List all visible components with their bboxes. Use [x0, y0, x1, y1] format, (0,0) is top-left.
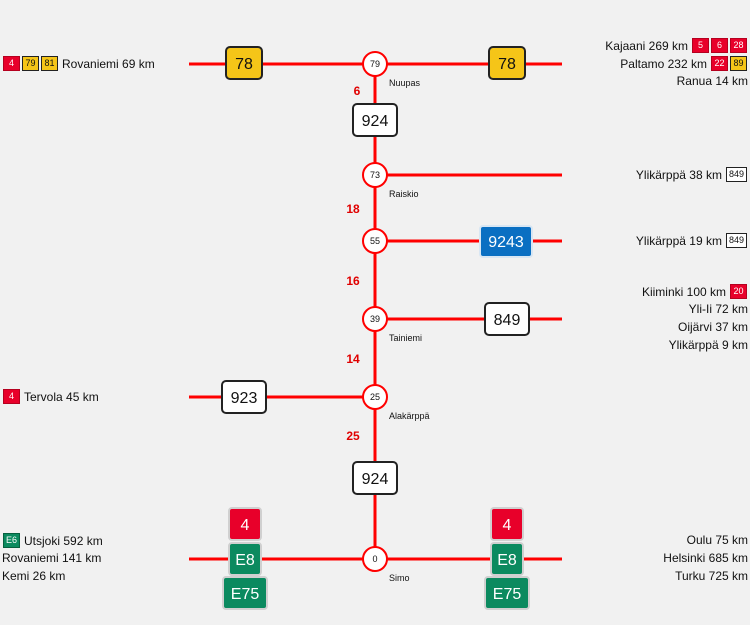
segment-distances: 6 18 16 14 25: [346, 84, 360, 443]
destination-right-ranua: Ranua 14 km: [677, 74, 748, 88]
destination-text: Helsinki 685 km: [663, 551, 748, 565]
route-number-chip: 22: [711, 56, 728, 71]
destination-text: Ylikärppä 38 km: [635, 167, 722, 182]
junction-25: 25 Alakärppä: [362, 384, 430, 421]
sign-text: 78: [498, 56, 516, 73]
sign-text: 4: [241, 517, 250, 534]
sign-text: 923: [231, 390, 258, 407]
destination-right-turku: Turku 725 km: [675, 569, 748, 583]
distance-label: 16: [346, 274, 360, 288]
destination-right-helsinki: Helsinki 685 km: [663, 551, 748, 565]
sign-e75-left: E75: [222, 576, 268, 610]
sign-text: 849: [494, 312, 521, 329]
route-number-chip: 89: [730, 56, 747, 71]
sign-e8-left: E8: [228, 542, 262, 576]
destination-text: Utsjoki 592 km: [24, 533, 103, 548]
sign-849: 849: [484, 302, 530, 336]
destination-text: Turku 725 km: [675, 569, 748, 583]
sign-text: E75: [231, 586, 260, 603]
junction-km: 0: [372, 554, 377, 564]
junction-km: 79: [370, 59, 380, 69]
junction-km: 39: [370, 314, 380, 324]
route-number-chip: 5: [692, 38, 709, 53]
destination-right-yli-ii: Yli-Ii 72 km: [689, 302, 748, 316]
sign-text: 78: [235, 56, 253, 73]
junction-place: Simo: [389, 573, 410, 583]
route-number-chip: E6: [3, 533, 21, 548]
sign-4-right: 4: [490, 507, 524, 541]
destination-text: Yli-Ii 72 km: [688, 302, 748, 316]
destination-text: Kiiminki 100 km: [641, 284, 726, 299]
destination-text: Paltamo 232 km: [620, 56, 707, 71]
destination-text: Rovaniemi 69 km: [62, 56, 155, 71]
sign-text: 4: [503, 517, 512, 534]
destination-text: Kajaani 269 km: [605, 38, 688, 53]
sign-78-right: 78: [488, 46, 526, 80]
distance-label: 14: [346, 352, 360, 366]
sign-4-left: 4: [228, 507, 262, 541]
route-number-chip: 6: [711, 38, 728, 53]
sign-78-left: 78: [225, 46, 263, 80]
destination-text: Ylikärppä 9 km: [668, 338, 748, 352]
junction-55: 55: [362, 228, 388, 254]
junction-place: Alakärppä: [389, 411, 430, 421]
route-number-chip: 81: [41, 56, 58, 71]
route-number-chip: 4: [3, 389, 20, 404]
sign-e75-right: E75: [484, 576, 530, 610]
sign-9243: 9243: [479, 225, 533, 258]
junctions: 79 Nuupas 73 Raiskio 55 39 Tainiemi 25 A…: [362, 51, 430, 583]
junction-place: Nuupas: [389, 78, 421, 88]
destination-right-oulu: Oulu 75 km: [687, 533, 748, 547]
destination-text: Ranua 14 km: [676, 74, 748, 88]
destination-text: Rovaniemi 141 km: [2, 551, 102, 565]
route-number-chip: 20: [730, 284, 747, 299]
junction-0: 0 Simo: [362, 546, 410, 583]
sign-924-top: 924: [352, 103, 398, 137]
junction-73: 73 Raiskio: [362, 162, 419, 199]
junction-place: Raiskio: [389, 189, 419, 199]
sign-923: 923: [221, 380, 267, 414]
junction-place: Tainiemi: [389, 333, 422, 343]
junction-km: 55: [370, 236, 380, 246]
destination-text: Oijärvi 37 km: [677, 320, 748, 334]
route-signs: 78 78 924 9243 849 923 924 4: [221, 46, 533, 610]
distance-label: 6: [354, 84, 361, 98]
destination-right-kiiminki: Kiiminki 100 km 20: [642, 284, 748, 299]
sign-text: 924: [362, 471, 389, 488]
destination-text: Kemi 26 km: [2, 569, 66, 583]
sign-text: 9243: [488, 234, 524, 251]
destination-text: Oulu 75 km: [686, 533, 748, 547]
route-number-chip: 28: [730, 38, 747, 53]
junction-79: 79 Nuupas: [362, 51, 421, 88]
destination-text: Tervola 45 km: [24, 389, 99, 404]
distance-label: 25: [346, 429, 360, 443]
route-number-chip: 79: [22, 56, 39, 71]
destination-text: Ylikärppä 19 km: [635, 233, 722, 248]
junction-39: 39 Tainiemi: [362, 306, 422, 343]
destination-left-kemi: Kemi 26 km: [2, 569, 65, 583]
sign-text: E8: [497, 552, 517, 569]
junction-km: 25: [370, 392, 380, 402]
sign-text: 924: [362, 113, 389, 130]
destination-left-tervola: 4 Tervola 45 km: [2, 389, 99, 404]
route-number-chip: 4: [3, 56, 20, 71]
destination-left-rovaniemi-2: Rovaniemi 141 km: [2, 551, 101, 565]
distance-label: 18: [346, 202, 360, 216]
sign-924-bottom: 924: [352, 461, 398, 495]
sign-e8-right: E8: [490, 542, 524, 576]
route-number-chip: 849: [725, 167, 747, 182]
junction-km: 73: [370, 170, 380, 180]
route-number-chip: 849: [725, 233, 747, 248]
destination-right-oijarvi: Oijärvi 37 km: [678, 320, 748, 334]
destination-right-ylikarppa-9: Ylikärppä 9 km: [669, 338, 748, 352]
sign-text: E8: [235, 552, 255, 569]
sign-text: E75: [493, 586, 522, 603]
